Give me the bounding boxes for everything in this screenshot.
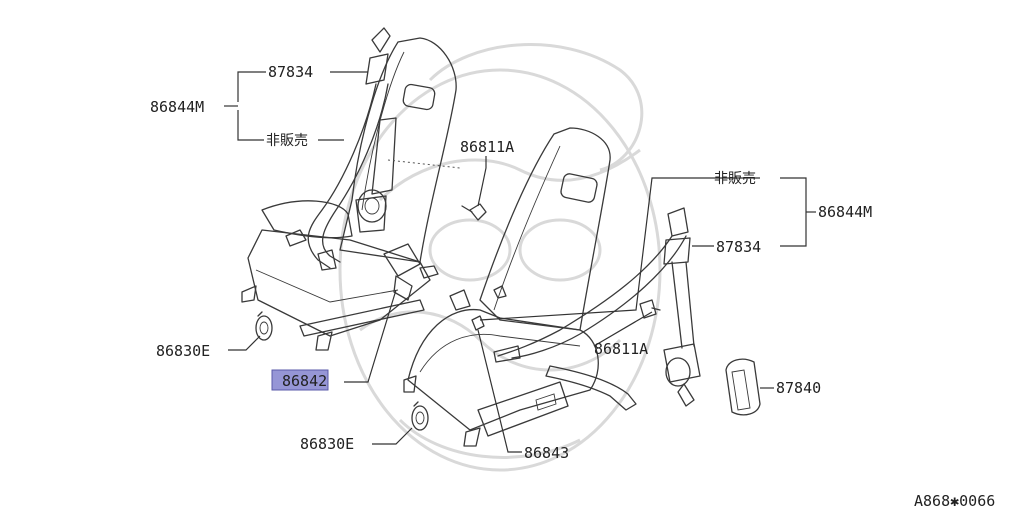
label-86811a-top: 86811A [460,138,514,156]
label-86843: 86843 [524,444,569,462]
label-87834-left: 87834 [268,63,313,81]
leader-lines [224,71,816,453]
watermark-logo [338,43,662,472]
clip-86830e-bottom [411,401,429,431]
right-seat [403,127,611,447]
left-seat-belt [285,27,461,301]
left-seat [241,37,457,351]
label-86830e-bottom: 86830E [300,435,354,453]
label-86842: 86842 [282,372,327,390]
right-seat-belt [449,207,701,411]
label-87840: 87840 [776,379,821,397]
bolt-86811a-top [461,203,487,221]
label-not-for-sale-left: 非販売 [266,133,308,149]
label-86830e-left: 86830E [156,342,210,360]
bolt-86811a-right [639,299,661,319]
highlight-86842 [271,369,329,391]
label-not-for-sale-right: 非販売 [714,171,756,187]
clip-86830e-left [255,311,273,341]
label-86844m-right: 86844M [818,203,872,221]
label-86844m-left: 86844M [150,98,204,116]
diagram-code: A868✱0066 [914,492,995,510]
label-86811a-right: 86811A [594,340,648,358]
label-87834-right: 87834 [716,238,761,256]
cover-87840 [725,358,761,416]
